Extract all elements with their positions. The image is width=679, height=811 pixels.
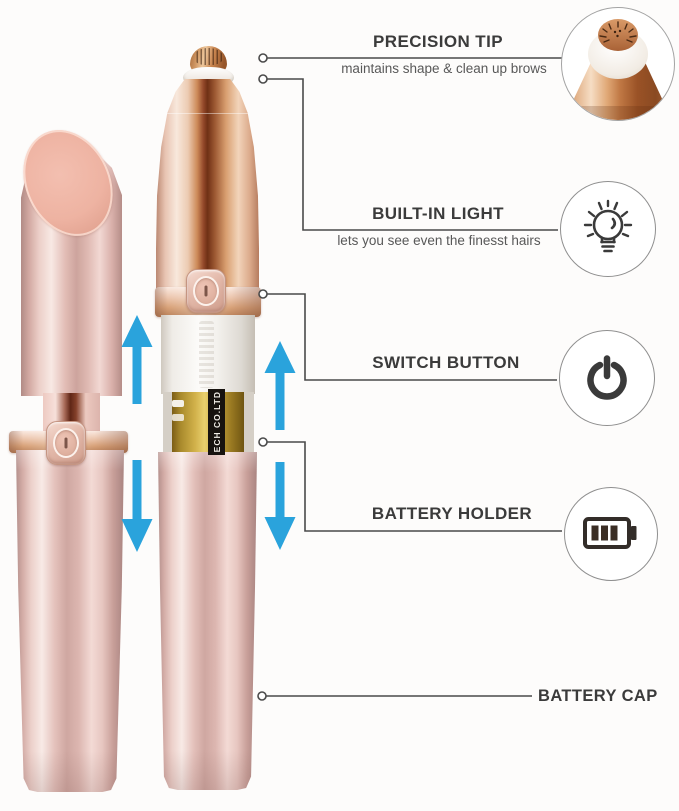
- battery-brand-strip: ECH CO.LTD: [208, 389, 225, 455]
- label-precision-tip: PRECISION TIP: [373, 32, 503, 51]
- up-arrow-icon: [121, 315, 153, 404]
- battery-graphic: [583, 517, 637, 549]
- right-power-button: [186, 269, 226, 313]
- power-icon: [559, 330, 655, 426]
- battery-icon: [564, 487, 658, 581]
- down-arrow-icon: [121, 460, 153, 552]
- trimmer-tip-photo-icon: [561, 7, 675, 121]
- callout-dot-built-in-light: [258, 74, 268, 84]
- callout-line-battery-holder: [267, 441, 562, 532]
- callout-dot-switch-button: [258, 289, 268, 299]
- right-trimmer-head: [156, 79, 259, 291]
- callout-dot-battery-cap: [257, 691, 267, 701]
- sublabel-precision-tip: maintains shape & clean up brows: [341, 61, 547, 76]
- down-arrow-icon: [264, 462, 296, 550]
- battery-contact-tab: [172, 400, 184, 407]
- up-arrow-icon: [264, 341, 296, 430]
- lightbulb-icon: [560, 181, 656, 277]
- battery-brand-text: ECH CO.LTD: [211, 391, 222, 453]
- left-trimmer-body: [16, 450, 124, 792]
- left-power-button: [46, 421, 86, 465]
- label-switch-button: SWITCH BUTTON: [372, 353, 520, 372]
- embossed-ridges: [198, 321, 214, 388]
- label-battery-holder: BATTERY HOLDER: [371, 504, 533, 523]
- callout-dot-battery-holder: [258, 437, 268, 447]
- lightbulb-graphic: [583, 199, 633, 253]
- head-seam: [164, 113, 251, 114]
- label-built-in-light: BUILT-IN LIGHT: [372, 204, 504, 223]
- callout-dot-precision-tip: [258, 53, 268, 63]
- callout-line-switch-button: [267, 293, 557, 381]
- sublabel-built-in-light: lets you see even the finesst hairs: [337, 233, 541, 248]
- callout-line-built-in-light: [267, 78, 558, 231]
- right-trimmer-battery-band: [161, 315, 255, 394]
- tip-slots: [194, 48, 223, 65]
- right-trimmer-battery-cap: [158, 452, 257, 790]
- power-symbol-graphic: [587, 355, 627, 400]
- label-battery-cap: BATTERY CAP: [538, 687, 658, 705]
- tip-closeup-graphic: [564, 19, 672, 120]
